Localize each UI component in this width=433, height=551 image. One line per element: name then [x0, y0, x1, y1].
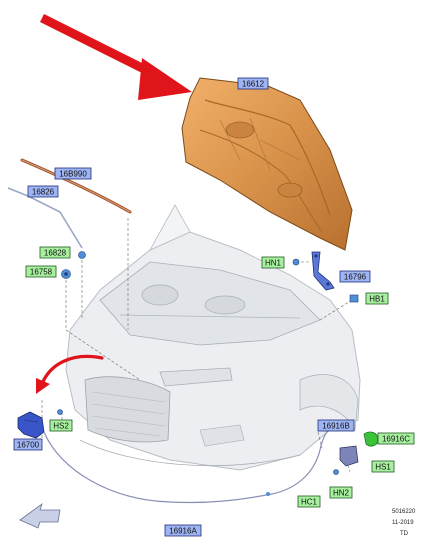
label-screw-hs2: HS2: [49, 419, 73, 432]
hood-panel[interactable]: [181, 77, 353, 251]
label-clip-hc1: HC1: [297, 495, 321, 508]
ref-code: 5016220: [392, 509, 416, 515]
grommet-16758-part[interactable]: [61, 269, 71, 279]
hood-prop-rod[interactable]: [7, 187, 83, 249]
hood-hinge[interactable]: [311, 251, 335, 291]
bolt-hb1-part[interactable]: [349, 294, 359, 303]
svg-text:HS1: HS1: [375, 463, 391, 472]
red-curved-arrow: [36, 354, 104, 394]
label-cable-16916b: 16916B: [317, 419, 355, 432]
label-bolt-hb1: HB1: [365, 292, 389, 305]
svg-text:16916A: 16916A: [169, 527, 197, 536]
label-clip-16828: 16828: [39, 246, 71, 259]
label-release-handle-16700: 16700: [13, 438, 43, 451]
nut-hn1-part[interactable]: [292, 258, 300, 266]
nut-hn2-part[interactable]: [333, 469, 339, 475]
svg-text:16826: 16826: [32, 188, 55, 197]
label-cable-16916a: 16916A: [164, 524, 202, 537]
svg-text:HB1: HB1: [369, 295, 385, 304]
label-nut-hn2: HN2: [329, 486, 353, 499]
svg-text:16828: 16828: [44, 249, 67, 258]
label-hood-16612: 16612: [237, 77, 269, 90]
label-nut-hn1: HN1: [261, 256, 285, 269]
svg-text:HS2: HS2: [53, 422, 69, 431]
svg-text:16796: 16796: [344, 273, 367, 282]
svg-text:HN1: HN1: [265, 259, 282, 268]
svg-text:16B990: 16B990: [59, 170, 87, 179]
label-weatherstrip-16b990: 16B990: [54, 167, 92, 180]
svg-text:16916C: 16916C: [382, 435, 410, 444]
hood-release-handle[interactable]: [17, 411, 45, 439]
label-screw-hs1: HS1: [371, 460, 395, 473]
svg-text:16758: 16758: [30, 268, 53, 277]
reference-block: 5016220 11-2019 TD: [392, 509, 416, 537]
red-pointer-arrow: [39, 13, 192, 100]
label-prop-rod-16826: 16826: [27, 185, 59, 198]
label-hinge-16796: 16796: [339, 270, 371, 283]
svg-text:HN2: HN2: [333, 489, 350, 498]
label-grommet-16758: 16758: [25, 265, 57, 278]
svg-text:HC1: HC1: [301, 498, 318, 507]
clip-16828-part[interactable]: [78, 251, 86, 259]
svg-text:16612: 16612: [242, 80, 265, 89]
cable-clip-16916c-part[interactable]: [363, 431, 379, 447]
weatherstrip-seal[interactable]: [20, 158, 132, 214]
front-direction-arrow: [19, 502, 61, 529]
ref-td: TD: [400, 531, 409, 537]
svg-text:16916B: 16916B: [322, 422, 350, 431]
ref-date: 11-2019: [392, 520, 414, 526]
screw-hs2-part[interactable]: [57, 409, 63, 415]
label-clip-16916c: 16916C: [377, 432, 415, 445]
svg-text:16700: 16700: [17, 441, 40, 450]
hood-latch[interactable]: [339, 445, 359, 473]
release-cable[interactable]: [43, 427, 331, 504]
vehicle-front-body: [65, 204, 361, 471]
